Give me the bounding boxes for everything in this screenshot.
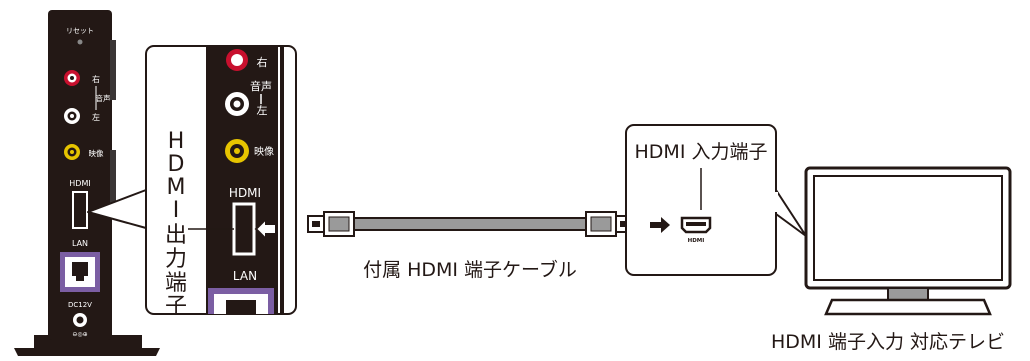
reset-label: リセット	[66, 27, 94, 35]
hdmi-input-label: HDMI 入力端子	[635, 141, 768, 163]
video-label: 映像	[89, 148, 104, 158]
cable-label: 付属 HDMI 端子ケーブル	[363, 258, 577, 281]
zoom-hdmi-port	[232, 202, 256, 256]
television: HDMI 端子入力 対応テレビ	[771, 166, 1012, 353]
tv-base	[824, 298, 992, 316]
audio-label: 音声	[96, 93, 111, 103]
dc-label: DC12V	[68, 301, 92, 309]
polarity-label: ⊖◎⊕	[72, 331, 87, 338]
zoom-hdmi-label: HDMI	[229, 186, 261, 200]
hdmi-output-char-0: H	[168, 129, 185, 154]
audio-left-label: 左	[92, 112, 100, 122]
tv-neck	[887, 287, 929, 301]
device-hdmi-label: HDMI	[69, 179, 90, 188]
audio-right-label: 右	[92, 74, 100, 84]
hdmi-cable: 付属 HDMI 端子ケーブル	[307, 211, 633, 281]
zoom-lan-label: LAN	[233, 269, 257, 283]
hdmi-output-char-3: I	[173, 198, 180, 223]
reset-button	[77, 39, 83, 45]
zoom-hdmi-arrow	[254, 216, 277, 242]
zoom-audio-right-label: 右	[257, 55, 268, 69]
hdmi-output-char-7: 子	[165, 294, 187, 319]
hdmi-output-char-1: D	[168, 152, 185, 177]
hdmi-output-char-5: 力	[165, 247, 187, 272]
zoom-audio-label: 音声	[250, 79, 272, 93]
cable-line	[353, 217, 587, 231]
hdmi-output-char-4: 出	[165, 223, 187, 248]
port-arrow	[650, 217, 670, 233]
device-hdmi-port	[72, 191, 88, 229]
tv-hdmi-port-text: HDMI	[688, 238, 705, 244]
zoom-panel: 右 音声 左 映像 HDMI LAN H D M I 出 力 端 子	[145, 45, 297, 319]
tv-input-callout: HDMI 入力端子 HDMI	[625, 124, 807, 276]
zoom-video-label: 映像	[254, 146, 274, 158]
tv-screen	[813, 175, 1003, 281]
hdmi-output-char-6: 端	[165, 271, 187, 296]
device-rear-view: リセット 右 音声 左 映像 HDMI LAN DC12V ⊖◎⊕	[14, 10, 160, 356]
tv-callout-pointer	[775, 189, 807, 237]
device-lan-label: LAN	[72, 239, 88, 248]
device-stand	[14, 348, 160, 356]
hdmi-output-char-2: M	[167, 175, 186, 200]
tv-caption: HDMI 端子入力 対応テレビ	[771, 331, 1005, 353]
zoom-audio-left-label: 左	[257, 104, 268, 117]
zoom-device-slice	[206, 47, 278, 313]
